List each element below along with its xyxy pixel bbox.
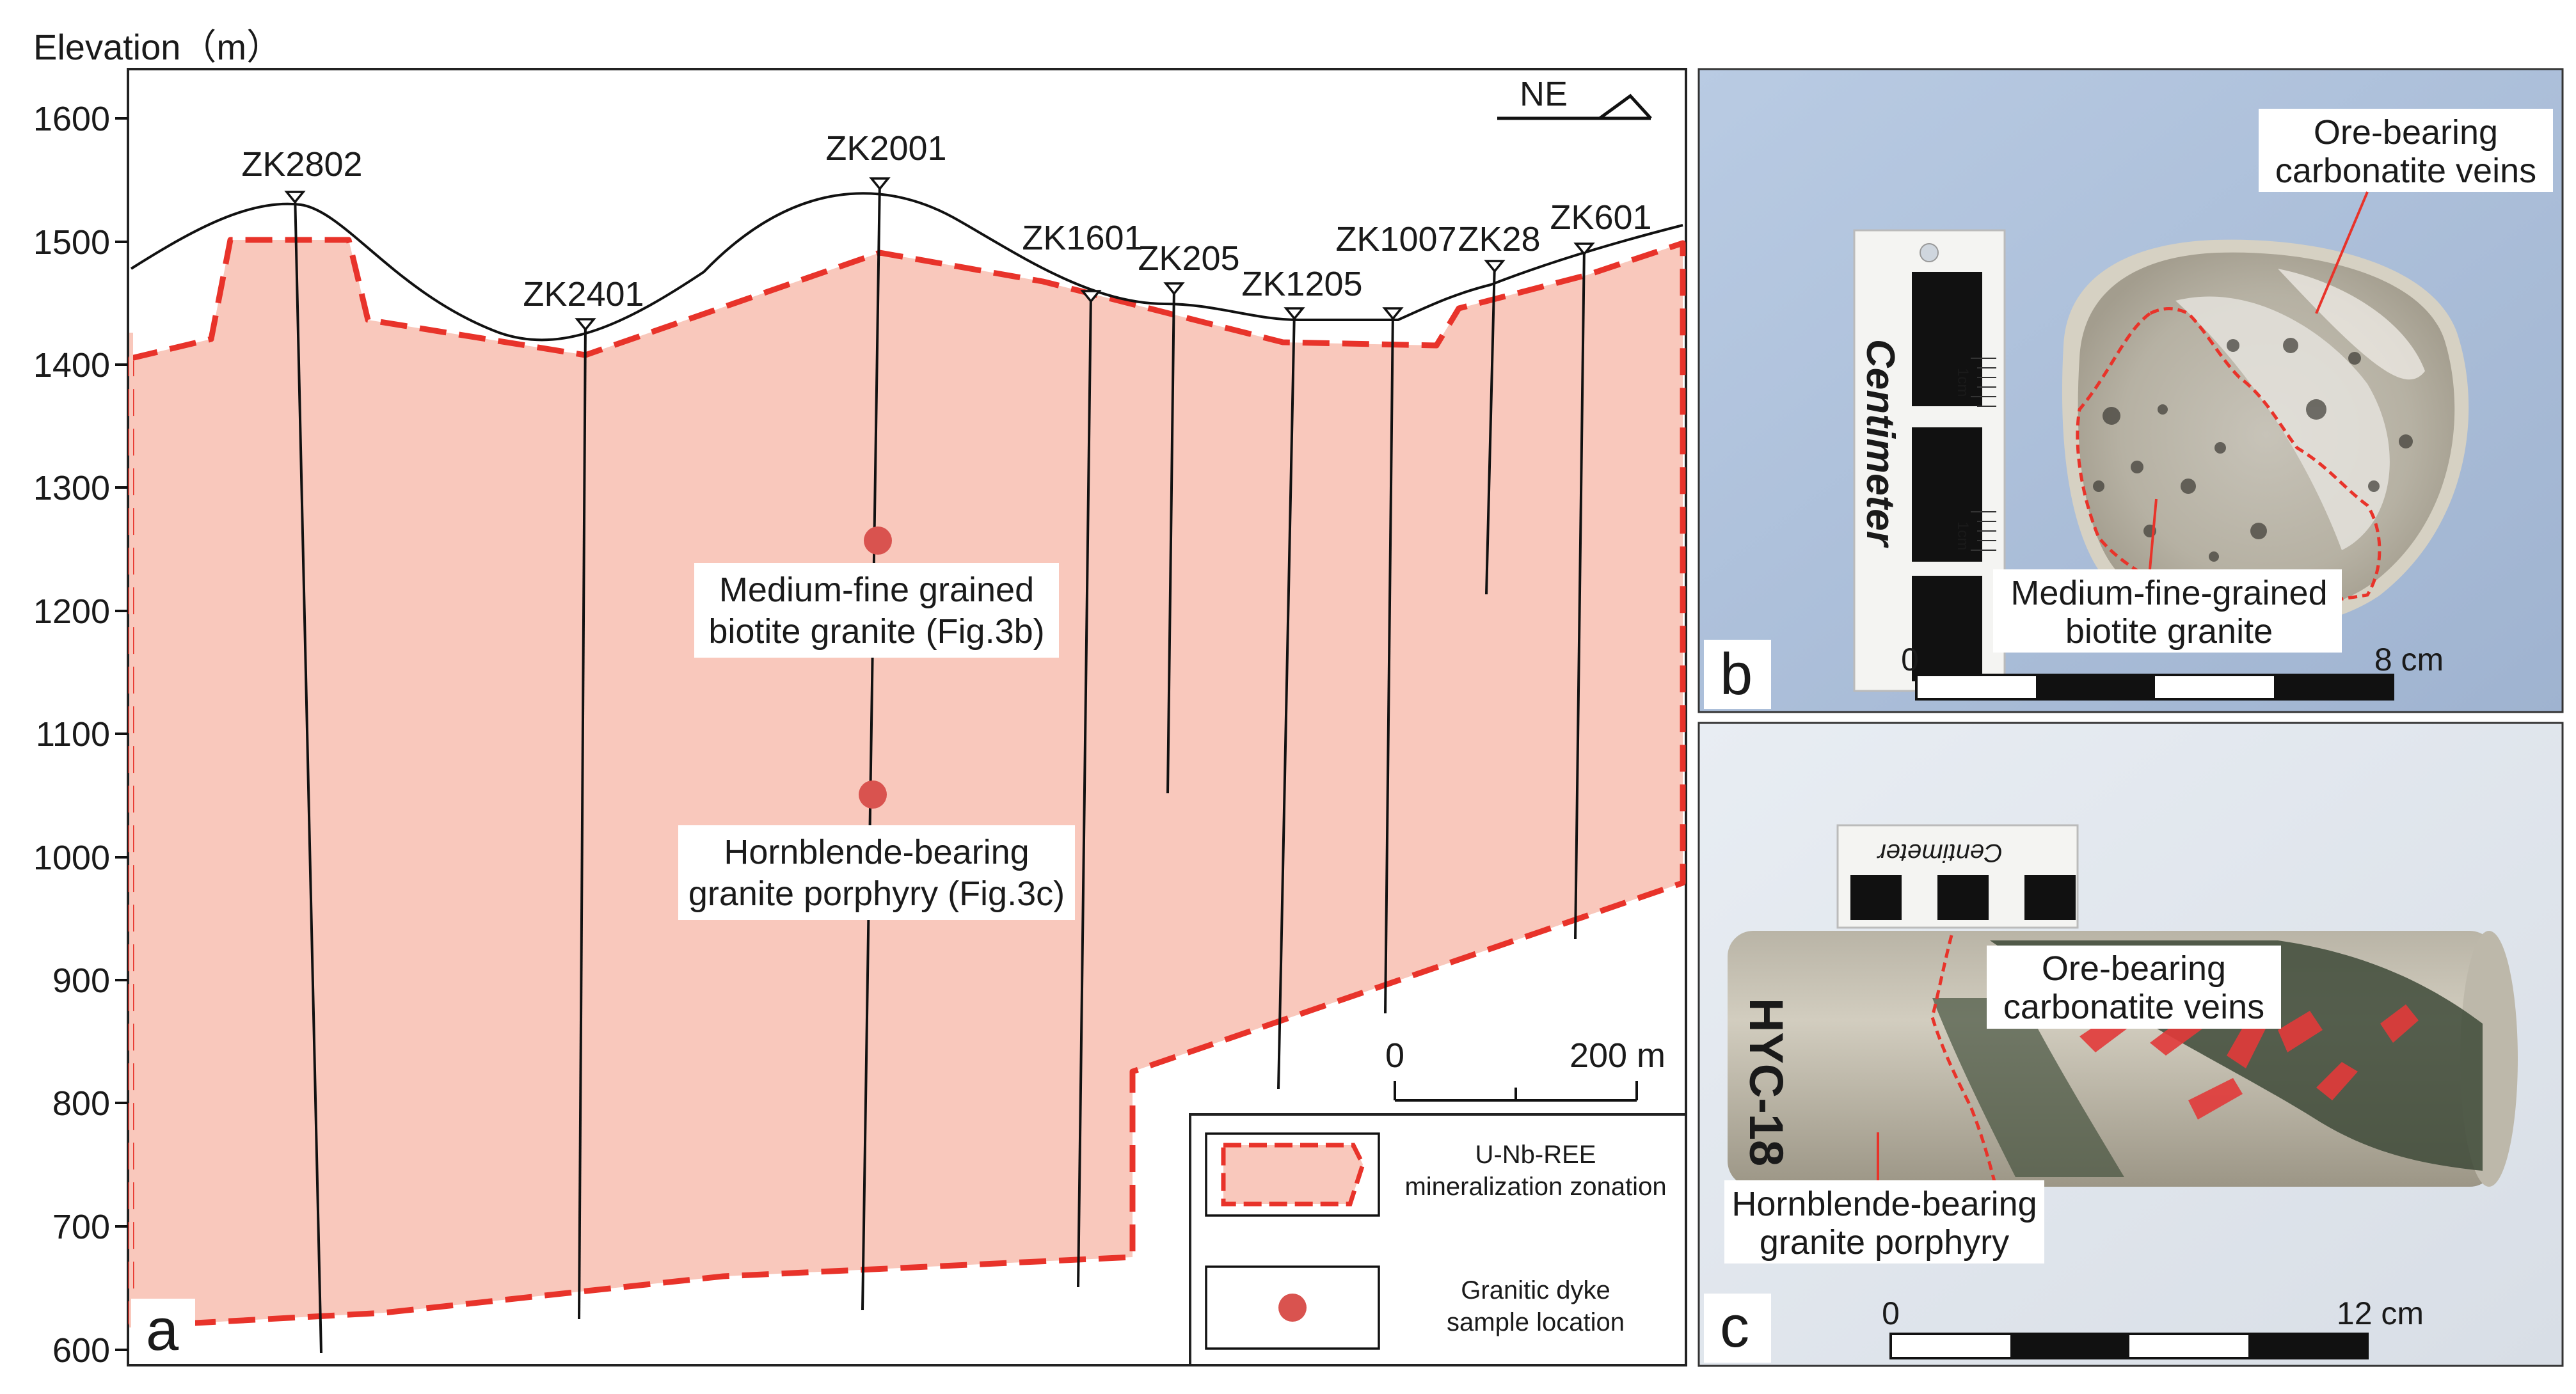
photo-c-label-top-line1: Ore-bearing: [2042, 949, 2226, 988]
photo-b-label-bottom-line1: Medium-fine-grained: [2010, 574, 2327, 612]
photo-panel-b: Centimeter 1cm 1cm Ore-bearing carbonati…: [1697, 68, 2564, 713]
y-tick-600: 600: [52, 1331, 110, 1370]
terrain-line: [130, 192, 1683, 342]
sample-label-2-line1: Hornblende-bearing: [724, 833, 1029, 871]
core-sample-b: [2062, 239, 2469, 630]
section-panel: ZK2802 ZK2401 ZK2001 ZK1601 ZK205 ZK1205…: [33, 27, 1687, 1370]
photo-c-scale-end: 12 cm: [2337, 1295, 2424, 1331]
sample-label-1-line2: biotite granite (Fig.3b): [708, 612, 1044, 651]
legend-zone-line1: U-Nb-REE: [1475, 1141, 1596, 1169]
panel-letter-a: a: [146, 1297, 179, 1363]
legend-sample-swatch: [1278, 1294, 1307, 1322]
y-axis-ticks: [115, 117, 128, 1351]
photo-c-label-bottom-line1: Hornblende-bearing: [1731, 1185, 2037, 1223]
scale-card-b-unit-2: 1cm: [1954, 521, 1971, 550]
y-tick-1000: 1000: [33, 839, 110, 877]
photo-c-scale-bar: [1889, 1333, 2369, 1359]
photo-b-label-top-line1: Ore-bearing: [2314, 113, 2498, 152]
borehole-label-zk1007: ZK1007: [1335, 220, 1456, 258]
photo-c-scale-start: 0: [1882, 1295, 1900, 1331]
sample-label-1-line1: Medium-fine grained: [719, 571, 1034, 609]
legend: U-Nb-REE mineralization zonation Graniti…: [1189, 1113, 1687, 1366]
panel-letter-c: c: [1720, 1294, 1749, 1359]
photo-b-scale-bar: [1915, 674, 2394, 701]
borehole-label-zk28: ZK28: [1458, 220, 1540, 258]
panel-letter-b: b: [1720, 642, 1753, 707]
y-tick-1200: 1200: [33, 592, 110, 631]
sample-dot-biotite-granite: [864, 527, 892, 555]
y-tick-1300: 1300: [33, 469, 110, 507]
y-tick-1600: 1600: [33, 100, 110, 138]
y-tick-800: 800: [52, 1084, 110, 1123]
y-axis-title: Elevation（m）: [33, 27, 282, 67]
mineralization-zone: [128, 237, 1686, 1326]
scale-card-c: Centimeter: [1836, 824, 2079, 929]
scale-card-b-unit-1: 1cm: [1954, 368, 1971, 397]
y-tick-1500: 1500: [33, 223, 110, 262]
section-scale-end: 200 m: [1570, 1036, 1666, 1075]
core-mark-c: HYC-18: [1740, 998, 1793, 1166]
borehole-label-zk2001: ZK2001: [825, 129, 946, 168]
scale-card-c-text: Centimeter: [1877, 839, 2003, 867]
borehole-collars: [284, 177, 1595, 331]
photo-b-scale-start: 0: [1901, 642, 1919, 677]
y-tick-900: 900: [52, 962, 110, 1000]
legend-zone-swatch: [1221, 1143, 1365, 1207]
section-scale-start: 0: [1385, 1036, 1404, 1075]
borehole-lines: [294, 180, 1586, 1354]
orientation-label: NE: [1520, 75, 1568, 113]
borehole-label-zk2802: ZK2802: [241, 145, 362, 184]
legend-sample-line1: Granitic dyke: [1461, 1276, 1610, 1304]
legend-zone-line2: mineralization zonation: [1404, 1173, 1666, 1201]
sample-dot-granite-porphyry: [859, 780, 887, 809]
contact-boundary-b: [2076, 307, 2381, 610]
borehole-label-zk2401: ZK2401: [523, 275, 644, 313]
scale-card-b: Centimeter 1cm 1cm: [1853, 229, 2006, 692]
borehole-label-zk1601: ZK1601: [1022, 219, 1143, 257]
photo-c-label-top-line2: carbonatite veins: [2003, 988, 2264, 1026]
photo-c-label-bottom-line2: granite porphyry: [1760, 1223, 2009, 1262]
y-tick-1400: 1400: [33, 346, 110, 384]
photo-panel-c: Centimeter HYC-18 Ore-bearing carbonatit…: [1697, 722, 2564, 1367]
section-scale-bar: [1394, 1081, 1638, 1102]
contact-boundary-c: [1930, 935, 1998, 1189]
photo-b-label-bottom-line2: biotite granite: [2065, 612, 2273, 651]
photo-b-label-top-line2: carbonatite veins: [2275, 152, 2536, 190]
photo-b-scale-end: 8 cm: [2374, 642, 2444, 677]
y-tick-700: 700: [52, 1208, 110, 1246]
y-tick-1100: 1100: [36, 715, 110, 754]
borehole-label-zk205: ZK205: [1138, 239, 1239, 278]
borehole-label-zk1205: ZK1205: [1241, 265, 1362, 303]
core-sample-c: HYC-18: [1728, 931, 2518, 1189]
sample-label-2-line2: granite porphyry (Fig.3c): [688, 875, 1065, 913]
legend-sample-line2: sample location: [1447, 1308, 1625, 1336]
scale-card-b-text: Centimeter: [1858, 339, 1902, 548]
borehole-label-zk601: ZK601: [1550, 198, 1651, 237]
orientation-indicator: NE: [1497, 75, 1652, 120]
